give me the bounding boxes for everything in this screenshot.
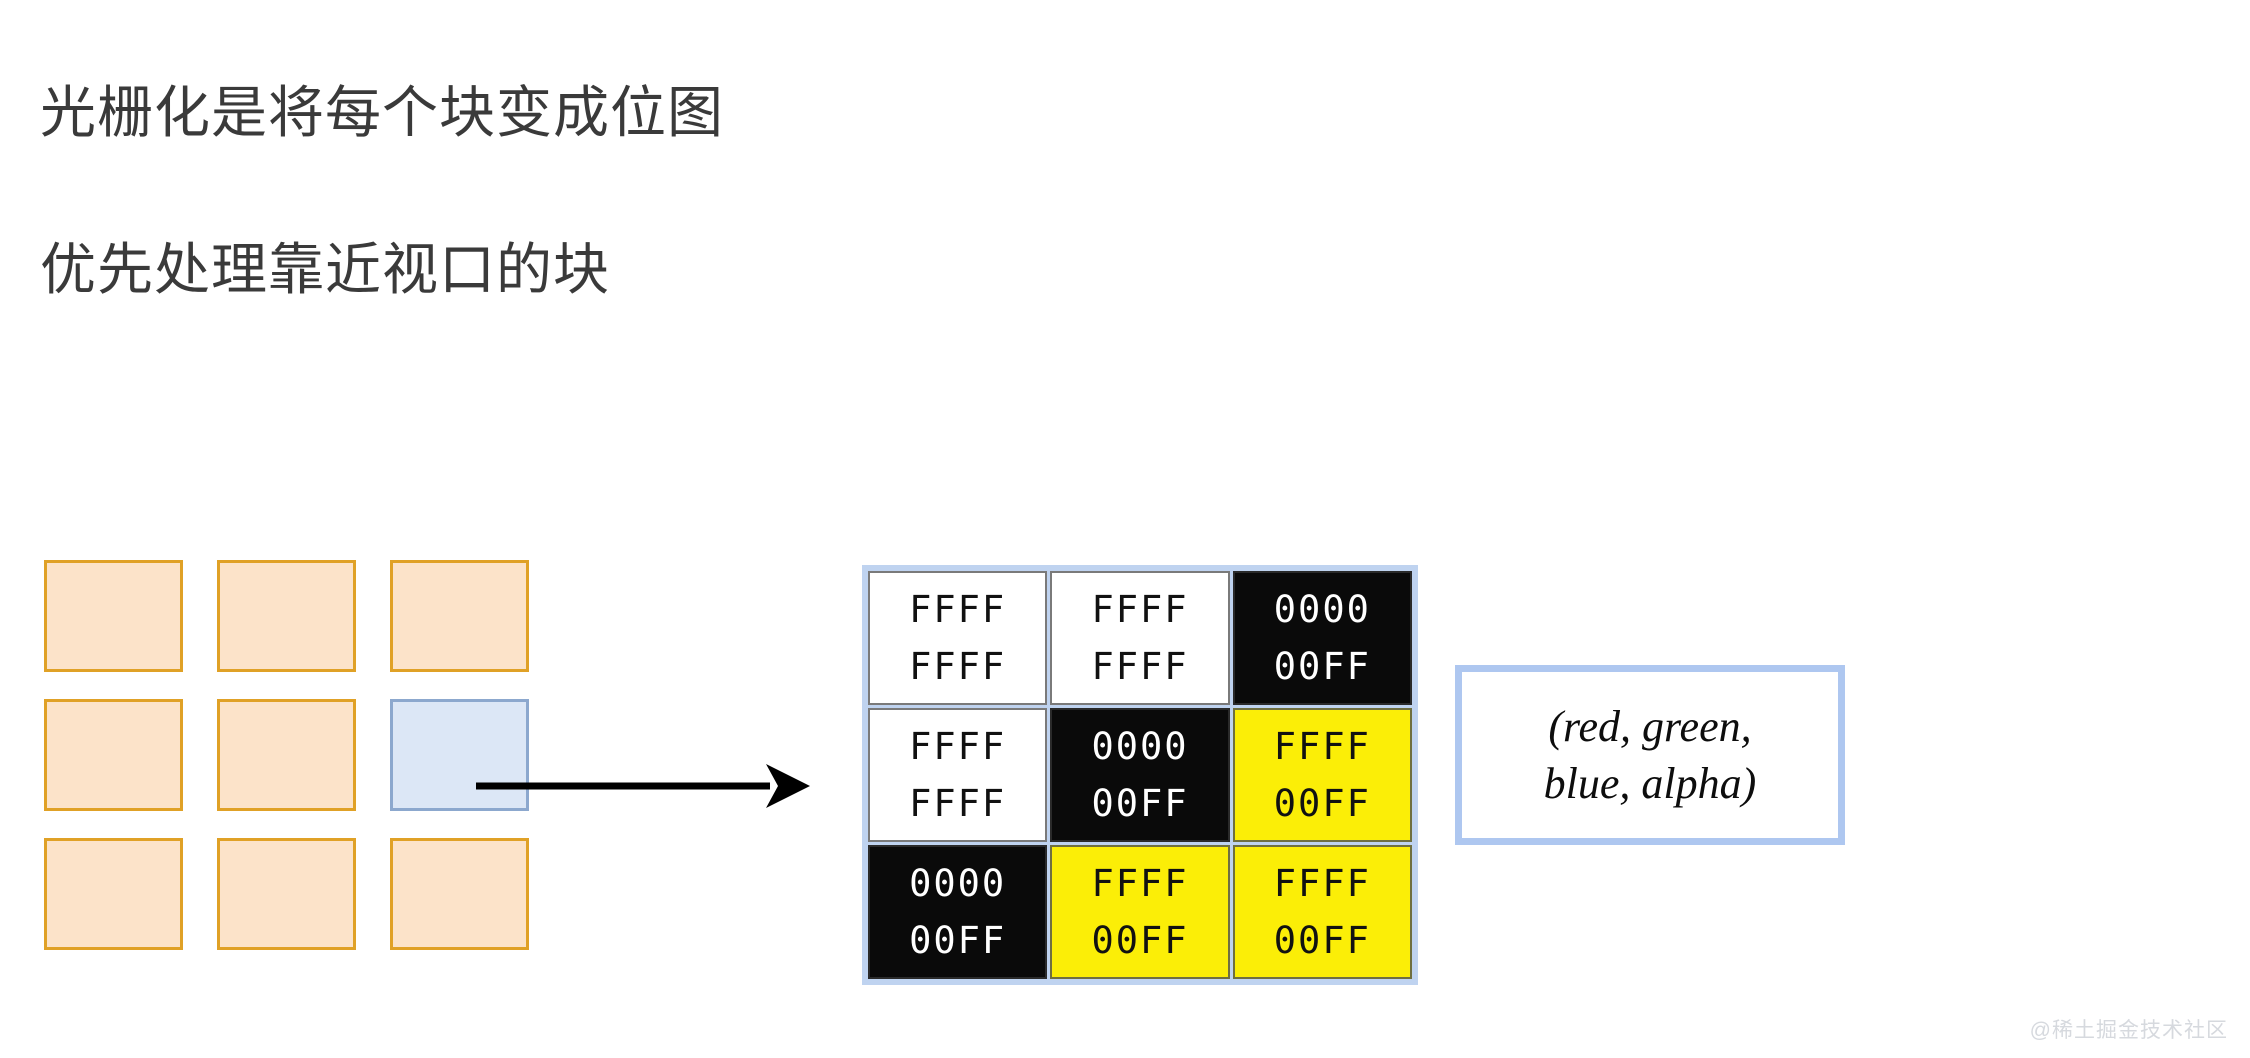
pixel-value-high: FFFF: [1273, 724, 1371, 768]
pixel-value-low: 00FF: [1091, 782, 1189, 825]
pixel-value-high: FFFF: [1091, 861, 1189, 905]
pixel-value-low: FFFF: [1091, 645, 1189, 688]
pixel-value-high: FFFF: [909, 724, 1007, 768]
pixel-cell-r1c0: FFFF FFFF: [868, 708, 1048, 842]
rgba-legend-box: (red, green, blue, alpha): [1455, 665, 1845, 845]
pixel-value-high: FFFF: [1273, 861, 1371, 905]
source-block-r2c1[interactable]: [217, 838, 356, 950]
pixel-cell-r1c2: FFFF 00FF: [1232, 708, 1412, 842]
pixel-value-low: 00FF: [1273, 919, 1371, 962]
source-block-r1c1[interactable]: [217, 699, 356, 811]
pixel-value-low: 00FF: [1273, 782, 1371, 825]
page-title-line-1: 光栅化是将每个块变成位图: [40, 81, 724, 144]
pixel-value-low: 00FF: [1273, 645, 1371, 688]
page-title-line-2: 优先处理靠近视口的块: [40, 238, 610, 301]
pixel-value-high: 0000: [909, 861, 1007, 905]
source-block-grid: [44, 560, 544, 960]
rgba-legend-line-2: blue, alpha): [1543, 759, 1757, 808]
source-block-r2c2[interactable]: [390, 838, 529, 950]
source-block-r0c0[interactable]: [44, 560, 183, 672]
pixel-value-low: 00FF: [909, 919, 1007, 962]
pixel-cell-r0c2: 0000 00FF: [1232, 571, 1412, 705]
watermark: @稀土掘金技术社区: [2029, 1019, 2228, 1042]
rasterization-arrow-icon: [476, 764, 810, 808]
source-block-r0c1[interactable]: [217, 560, 356, 672]
pixel-value-high: FFFF: [909, 587, 1007, 631]
pixel-value-high: 0000: [1273, 587, 1371, 631]
pixel-value-low: 00FF: [1091, 919, 1189, 962]
pixel-cell-r0c0: FFFF FFFF: [868, 571, 1048, 705]
pixel-cell-r0c1: FFFF FFFF: [1050, 571, 1230, 705]
pixel-cell-r2c0: 0000 00FF: [868, 845, 1048, 979]
source-block-r2c0[interactable]: [44, 838, 183, 950]
rgba-legend-line-1: (red, green,: [1548, 701, 1752, 751]
source-block-r1c0[interactable]: [44, 699, 183, 811]
source-block-r0c2[interactable]: [390, 560, 529, 672]
pixel-value-high: FFFF: [1091, 587, 1189, 631]
pixel-value-low: FFFF: [909, 782, 1007, 825]
source-block-r1c2-selected[interactable]: [390, 699, 529, 811]
pixel-value-low: FFFF: [909, 645, 1007, 688]
pixel-value-high: 0000: [1091, 724, 1189, 768]
pixel-cell-r2c1: FFFF 00FF: [1050, 845, 1230, 979]
pixel-cell-r1c1: 0000 00FF: [1050, 708, 1230, 842]
rasterized-pixel-grid: FFFF FFFF FFFF FFFF 0000 00FF FFFF FFFF …: [862, 565, 1418, 985]
pixel-cell-r2c2: FFFF 00FF: [1232, 845, 1412, 979]
